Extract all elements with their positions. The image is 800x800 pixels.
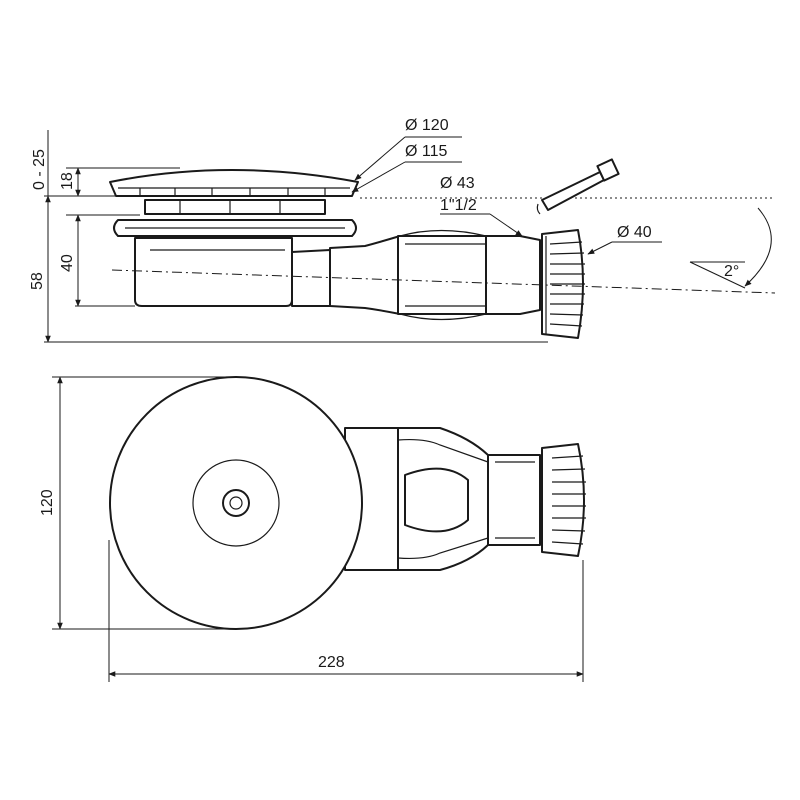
drain-center-screw bbox=[222, 489, 250, 517]
cleaning-tool bbox=[536, 158, 620, 215]
length-228-label: 228 bbox=[318, 654, 345, 671]
grate-ring bbox=[144, 199, 326, 215]
side-view: 2° Ø 120 Ø 115 Ø 43 1"1/2 Ø 40 0 - 25 bbox=[29, 117, 776, 343]
connection-nut bbox=[541, 229, 585, 339]
thread-label: 1"1/2 bbox=[440, 197, 477, 214]
slope-indicator: 2° bbox=[689, 207, 772, 289]
dia-115-label: Ø 115 bbox=[405, 143, 448, 160]
dia-120-label: Ø 120 bbox=[405, 117, 449, 134]
height-dimensions: 0 - 25 18 40 58 bbox=[29, 130, 548, 343]
top-view: 120 228 bbox=[39, 376, 586, 682]
adj-range-label: 0 - 25 bbox=[31, 149, 48, 190]
dia-43-label: Ø 43 bbox=[440, 175, 475, 192]
nut-top bbox=[541, 443, 586, 557]
drain-disc-inner bbox=[192, 459, 280, 547]
height-40-label: 40 bbox=[59, 254, 76, 272]
drain-cover bbox=[109, 169, 359, 197]
height-18-label: 18 bbox=[59, 172, 76, 190]
width-120-label: 120 bbox=[39, 489, 56, 516]
dia-40-label: Ø 40 bbox=[617, 224, 652, 241]
height-58-label: 58 bbox=[29, 272, 46, 290]
slope-label: 2° bbox=[724, 263, 739, 280]
plan-dimensions: 120 228 bbox=[39, 376, 584, 682]
outlet-pipe bbox=[291, 229, 541, 321]
outlet-top bbox=[344, 427, 541, 571]
